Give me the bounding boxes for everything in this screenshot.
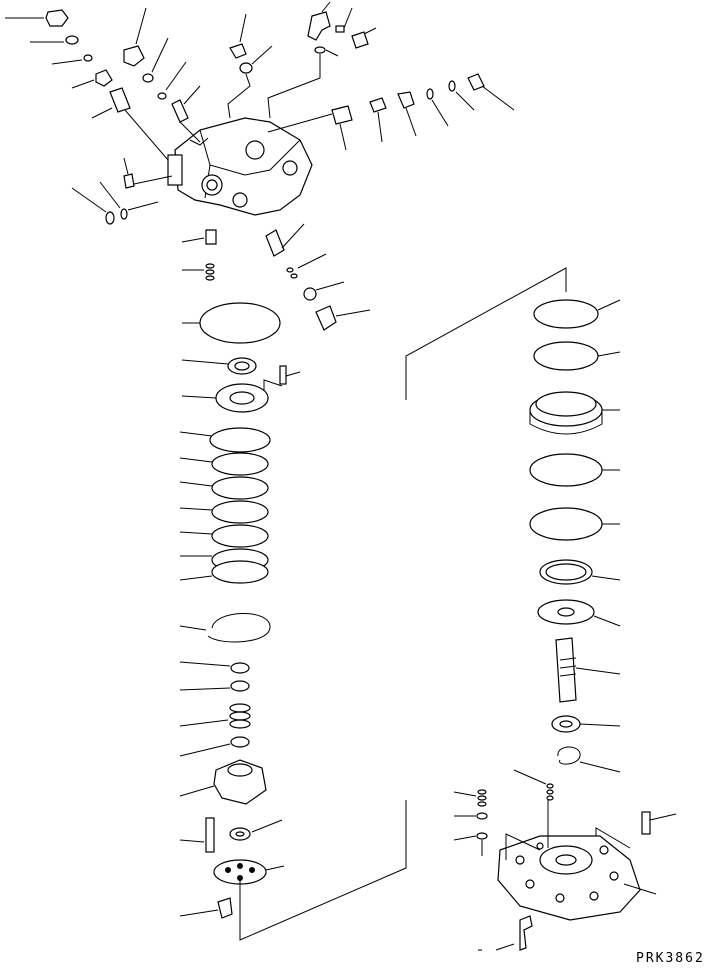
- pin-part[interactable]: [641, 811, 677, 835]
- small-ring-part[interactable]: [267, 46, 339, 119]
- small-ring-part[interactable]: [335, 7, 353, 33]
- bearing-part[interactable]: [181, 357, 257, 375]
- o-ring-part[interactable]: [448, 80, 475, 111]
- plug-part[interactable]: [351, 27, 377, 49]
- valve-plate-part[interactable]: [497, 800, 657, 921]
- plug-part[interactable]: [467, 73, 515, 111]
- pin-part[interactable]: [181, 229, 217, 245]
- bolt-part[interactable]: [478, 915, 533, 951]
- bearing-part[interactable]: [181, 383, 269, 413]
- pin-part[interactable]: [123, 157, 135, 189]
- o-ring-part[interactable]: [227, 45, 273, 119]
- thrust-plate-part[interactable]: [537, 599, 621, 627]
- o-ring-part[interactable]: [30, 35, 79, 45]
- bearing-part[interactable]: [551, 715, 621, 733]
- large-o-ring-part[interactable]: [533, 341, 621, 371]
- spring-part[interactable]: [453, 789, 487, 807]
- spring-part[interactable]: [179, 703, 251, 729]
- retainer-plate-part[interactable]: [213, 859, 285, 885]
- washer-part[interactable]: [454, 812, 488, 820]
- poppet-part[interactable]: [369, 97, 387, 143]
- group-bracket-line: [405, 267, 567, 400]
- cover-ring-part[interactable]: [529, 391, 620, 435]
- o-ring-part[interactable]: [142, 37, 169, 83]
- large-o-ring-part[interactable]: [533, 299, 621, 329]
- small-ring-part[interactable]: [99, 175, 173, 220]
- sleeve-part[interactable]: [91, 87, 169, 161]
- plug-part[interactable]: [265, 223, 305, 257]
- o-ring-part[interactable]: [71, 187, 115, 225]
- valve-body-assembly[interactable]: [167, 117, 313, 216]
- pin-part[interactable]: [179, 817, 215, 853]
- spring-part[interactable]: [513, 769, 554, 801]
- plug-part[interactable]: [123, 7, 147, 67]
- spherical-bushing-part[interactable]: [229, 819, 283, 841]
- plug-part[interactable]: [71, 69, 113, 89]
- washer-part[interactable]: [453, 832, 488, 856]
- small-ring-part[interactable]: [157, 61, 187, 100]
- large-o-ring-part[interactable]: [529, 453, 620, 487]
- small-snap-ring-part[interactable]: [179, 661, 250, 674]
- small-ring-part[interactable]: [286, 253, 327, 279]
- plug-part[interactable]: [229, 13, 247, 59]
- elbow-fitting-part[interactable]: [307, 1, 331, 41]
- plug-part[interactable]: [5, 9, 69, 27]
- snap-ring-part[interactable]: [179, 613, 271, 643]
- poppet-part[interactable]: [171, 85, 201, 143]
- o-ring-part[interactable]: [303, 281, 345, 301]
- spring-part[interactable]: [182, 263, 215, 281]
- pin-part[interactable]: [263, 365, 301, 396]
- snap-ring-part[interactable]: [557, 746, 621, 773]
- disc-stack-part[interactable]: [179, 427, 271, 584]
- cylinder-block-part[interactable]: [179, 759, 267, 805]
- spool-part[interactable]: [267, 105, 353, 151]
- small-ring-part[interactable]: [426, 88, 449, 127]
- piston-part[interactable]: [179, 897, 233, 919]
- plug-part[interactable]: [315, 305, 371, 331]
- group-bracket-line: [239, 800, 407, 941]
- valve-part[interactable]: [397, 91, 417, 137]
- washer-part[interactable]: [179, 680, 250, 692]
- small-ring-part[interactable]: [51, 54, 93, 65]
- large-o-ring-part[interactable]: [182, 302, 281, 344]
- shaft-part[interactable]: [555, 637, 621, 703]
- large-o-ring-part[interactable]: [529, 507, 620, 541]
- drawing-number: PRK3862: [636, 951, 705, 966]
- seal-ring-part[interactable]: [539, 559, 621, 585]
- washer-part[interactable]: [179, 736, 250, 757]
